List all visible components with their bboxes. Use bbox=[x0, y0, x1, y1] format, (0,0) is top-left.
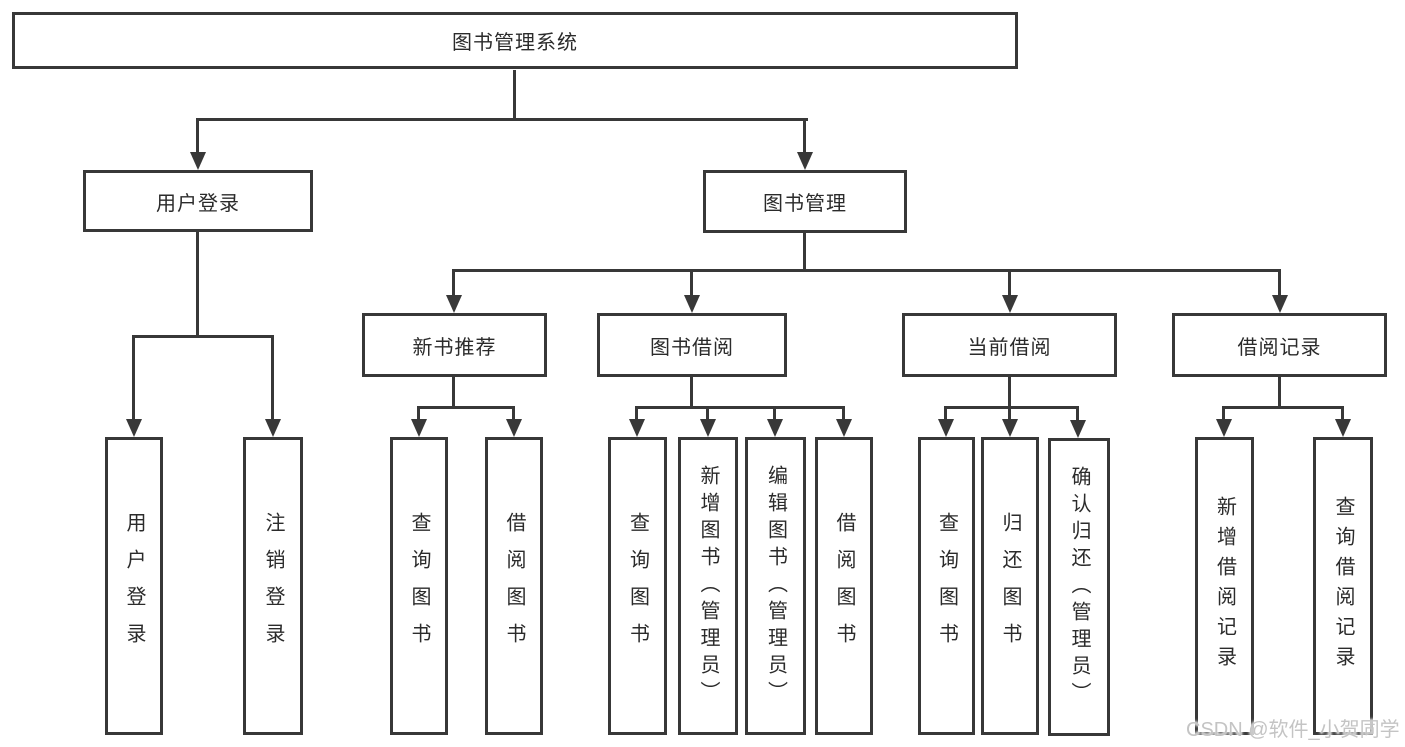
node-label: 图书管理 bbox=[763, 193, 847, 215]
leaf-query-books-recommend: 查询图书 bbox=[390, 437, 448, 735]
leaf-add-borrow-record: 新增借阅记录 bbox=[1195, 437, 1254, 735]
node-book-borrow: 图书借阅 bbox=[597, 313, 787, 377]
leaf-query-books-current: 查询图书 bbox=[918, 437, 975, 735]
connector bbox=[944, 406, 947, 421]
connector bbox=[452, 269, 1281, 272]
arrow-down-icon bbox=[411, 419, 427, 437]
node-label: 借阅记录 bbox=[1237, 336, 1322, 359]
connector bbox=[132, 335, 274, 338]
arrow-down-icon bbox=[767, 419, 783, 437]
connector bbox=[944, 406, 1079, 409]
leaf-query-books-borrow: 查询图书 bbox=[608, 437, 667, 735]
arrow-down-icon bbox=[1272, 295, 1288, 313]
leaf-label: 查询借阅记录 bbox=[1332, 496, 1354, 676]
connector bbox=[635, 406, 845, 409]
connector bbox=[271, 335, 274, 421]
connector bbox=[706, 406, 709, 421]
arrow-down-icon bbox=[1070, 420, 1086, 438]
connector bbox=[690, 377, 693, 409]
leaf-logout-login: 注销登录 bbox=[243, 437, 303, 735]
connector bbox=[1278, 377, 1281, 409]
node-library-management-system: 图书管理系统 bbox=[12, 12, 1018, 69]
leaf-label: 用户登录 bbox=[123, 512, 145, 660]
leaf-label: 注销登录 bbox=[262, 512, 284, 660]
arrow-down-icon bbox=[190, 152, 206, 170]
connector bbox=[196, 118, 199, 156]
arrow-down-icon bbox=[446, 295, 462, 313]
leaf-query-borrow-record: 查询借阅记录 bbox=[1313, 437, 1373, 735]
leaf-label: 借阅图书 bbox=[833, 512, 855, 660]
leaf-label: 归还图书 bbox=[999, 512, 1021, 660]
arrow-down-icon bbox=[938, 419, 954, 437]
leaf-label: 确认归还（管理员） bbox=[1068, 465, 1090, 709]
connector bbox=[196, 232, 199, 335]
connector bbox=[1008, 269, 1011, 297]
node-label: 用户登录 bbox=[156, 192, 240, 215]
leaf-return-books: 归还图书 bbox=[981, 437, 1039, 735]
leaf-label: 借阅图书 bbox=[503, 512, 525, 660]
leaf-confirm-return-admin: 确认归还（管理员） bbox=[1048, 438, 1110, 736]
node-label: 图书管理系统 bbox=[452, 32, 578, 54]
node-current-borrow: 当前借阅 bbox=[902, 313, 1117, 377]
connector bbox=[513, 70, 516, 118]
node-label: 当前借阅 bbox=[967, 336, 1052, 359]
node-user-login: 用户登录 bbox=[83, 170, 313, 232]
connector bbox=[452, 377, 455, 409]
arrow-down-icon bbox=[126, 419, 142, 437]
connector bbox=[196, 118, 808, 121]
connector bbox=[842, 406, 845, 421]
connector bbox=[1341, 406, 1344, 421]
connector bbox=[1278, 269, 1281, 297]
leaf-borrow-books-recommend: 借阅图书 bbox=[485, 437, 543, 735]
leaf-label: 编辑图书（管理员） bbox=[764, 464, 787, 708]
connector bbox=[773, 406, 776, 421]
leaf-user-login: 用户登录 bbox=[105, 437, 163, 735]
connector bbox=[1222, 406, 1344, 409]
arrow-down-icon bbox=[265, 419, 281, 437]
node-label: 图书借阅 bbox=[650, 336, 734, 359]
connector bbox=[690, 269, 693, 297]
connector bbox=[1008, 406, 1011, 421]
connector bbox=[635, 406, 638, 421]
leaf-label: 新增图书（管理员） bbox=[697, 464, 719, 708]
csdn-watermark: CSDN @软件_小贺同学 bbox=[1186, 719, 1400, 741]
arrow-down-icon bbox=[700, 419, 716, 437]
connector bbox=[512, 406, 515, 421]
arrow-down-icon bbox=[1335, 419, 1351, 437]
node-borrow-records: 借阅记录 bbox=[1172, 313, 1387, 377]
connector bbox=[417, 406, 515, 409]
arrow-down-icon bbox=[629, 419, 645, 437]
leaf-borrow-books: 借阅图书 bbox=[815, 437, 873, 735]
arrow-down-icon bbox=[1216, 419, 1232, 437]
leaf-label: 查询图书 bbox=[408, 512, 430, 660]
connector bbox=[417, 406, 420, 421]
connector bbox=[1076, 406, 1079, 422]
node-new-book-recommend: 新书推荐 bbox=[362, 313, 547, 377]
leaf-label: 查询图书 bbox=[626, 512, 649, 660]
node-book-management: 图书管理 bbox=[703, 170, 907, 233]
connector bbox=[803, 118, 806, 156]
node-label: 新书推荐 bbox=[412, 336, 497, 359]
arrow-down-icon bbox=[797, 152, 813, 170]
connector bbox=[132, 335, 135, 421]
arrow-down-icon bbox=[1002, 419, 1018, 437]
connector bbox=[1008, 377, 1011, 409]
arrow-down-icon bbox=[1002, 295, 1018, 313]
arrow-down-icon bbox=[506, 419, 522, 437]
connector bbox=[803, 233, 806, 272]
arrow-down-icon bbox=[836, 419, 852, 437]
leaf-edit-books-admin: 编辑图书（管理员） bbox=[745, 437, 806, 735]
connector bbox=[1222, 406, 1225, 421]
leaf-add-books-admin: 新增图书（管理员） bbox=[678, 437, 738, 735]
connector bbox=[452, 269, 455, 297]
leaf-label: 新增借阅记录 bbox=[1213, 496, 1236, 676]
arrow-down-icon bbox=[684, 295, 700, 313]
leaf-label: 查询图书 bbox=[935, 512, 958, 660]
